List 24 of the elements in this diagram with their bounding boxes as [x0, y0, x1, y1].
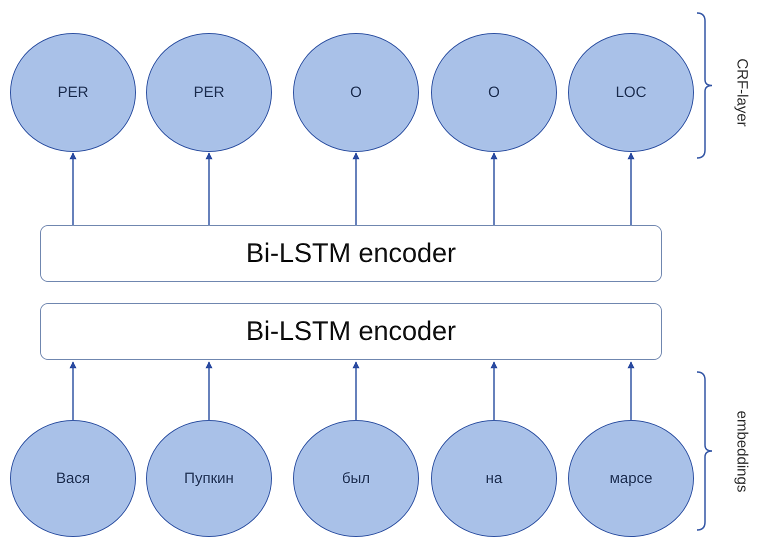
arrow [70, 152, 76, 225]
group-label: embeddings [733, 410, 750, 492]
token-circle: был [293, 420, 419, 537]
token-circle: O [293, 33, 419, 152]
encoder-box: Bi-LSTM encoder [40, 303, 662, 360]
arrow [352, 361, 360, 420]
group-label: CRF-layer [734, 58, 751, 126]
encoder-box: Bi-LSTM encoder [40, 225, 662, 282]
arrow [628, 361, 634, 420]
token-circle: LOC [568, 33, 694, 152]
token-circle: O [431, 33, 557, 152]
arrow [490, 152, 498, 225]
token-circle: PER [146, 33, 272, 152]
arrow [206, 361, 212, 420]
arrow [70, 361, 76, 420]
arrow [206, 152, 212, 225]
token-circle: марсе [568, 420, 694, 537]
token-circle: на [431, 420, 557, 537]
token-circle: PER [10, 33, 136, 152]
token-circle: Вася [10, 420, 136, 537]
arrow [352, 152, 360, 225]
arrow [490, 361, 498, 420]
token-circle: Пупкин [146, 420, 272, 537]
arrow [628, 152, 634, 225]
